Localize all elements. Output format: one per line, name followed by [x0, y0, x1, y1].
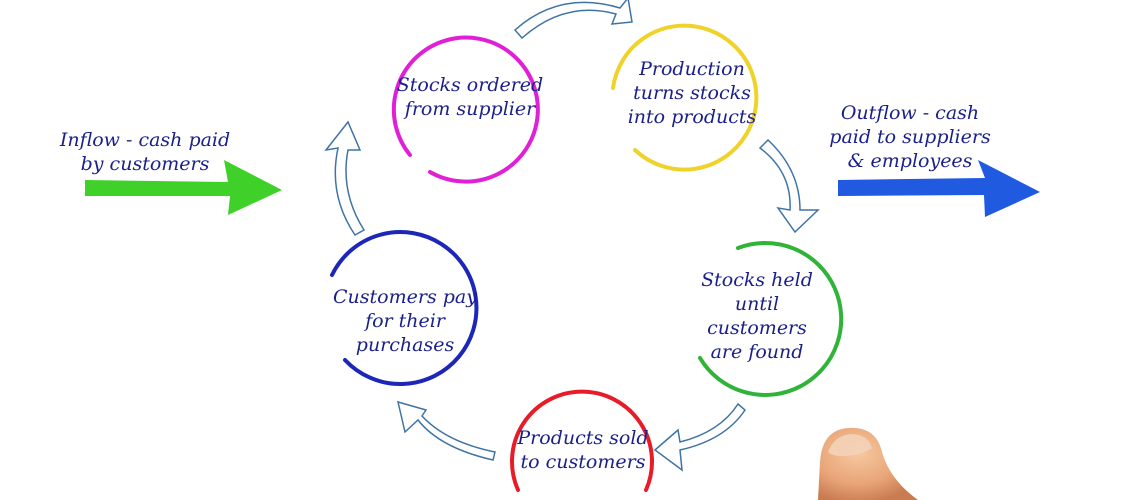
cycle-arrow-lower-right: [653, 402, 746, 472]
cycle-arrow-top: [513, 0, 633, 40]
node-label-line: until: [734, 293, 780, 315]
node-label-line: Production: [639, 58, 745, 80]
inflow-label-line: by customers: [80, 153, 210, 175]
cycle-arrow-lower-left: [396, 400, 496, 461]
inflow-label-line: Inflow - cash paid: [59, 129, 231, 151]
node-label-line: Stocks held: [701, 269, 813, 291]
node-label-line: into products: [627, 106, 757, 128]
inflow-label: Inflow - cash paid by customers: [50, 128, 240, 176]
outflow-label-line: & employees: [847, 150, 973, 172]
outflow-label: Outflow - cash paid to suppliers & emplo…: [815, 101, 1005, 173]
outflow-label-line: paid to suppliers: [829, 126, 991, 148]
node-label-line: from supplier: [404, 98, 536, 120]
node-label-line: Stocks ordered: [396, 74, 544, 96]
cycle-arrow-upper-right: [758, 138, 820, 234]
node-label-products-sold: Products sold to customers: [498, 426, 668, 474]
node-label-production: Production turns stocks into products: [612, 57, 772, 129]
node-label-stocks-held: Stocks held until customers are found: [677, 268, 837, 364]
node-label-line: are found: [710, 341, 804, 363]
circle-production: [611, 23, 759, 172]
circle-customers-pay: [330, 230, 479, 386]
node-label-line: to customers: [520, 451, 646, 473]
cycle-arrow-left: [324, 120, 366, 236]
circle-products-sold: [510, 389, 654, 492]
pointing-finger: [818, 427, 918, 500]
circle-stocks-ordered: [391, 35, 540, 184]
node-label-line: turns stocks: [633, 82, 751, 104]
node-label-customers-pay: Customers pay for their purchases: [320, 285, 490, 357]
node-label-line: customers: [707, 317, 807, 339]
node-label-line: Products sold: [517, 427, 649, 449]
inflow-arrow: [85, 160, 282, 215]
node-label-stocks-ordered: Stocks ordered from supplier: [390, 73, 550, 121]
node-label-line: for their: [365, 310, 445, 332]
node-label-line: Customers pay: [333, 286, 477, 308]
node-label-line: purchases: [355, 334, 455, 356]
outflow-arrow: [838, 160, 1040, 217]
outflow-label-line: Outflow - cash: [840, 102, 980, 124]
circle-stocks-held: [698, 240, 844, 397]
